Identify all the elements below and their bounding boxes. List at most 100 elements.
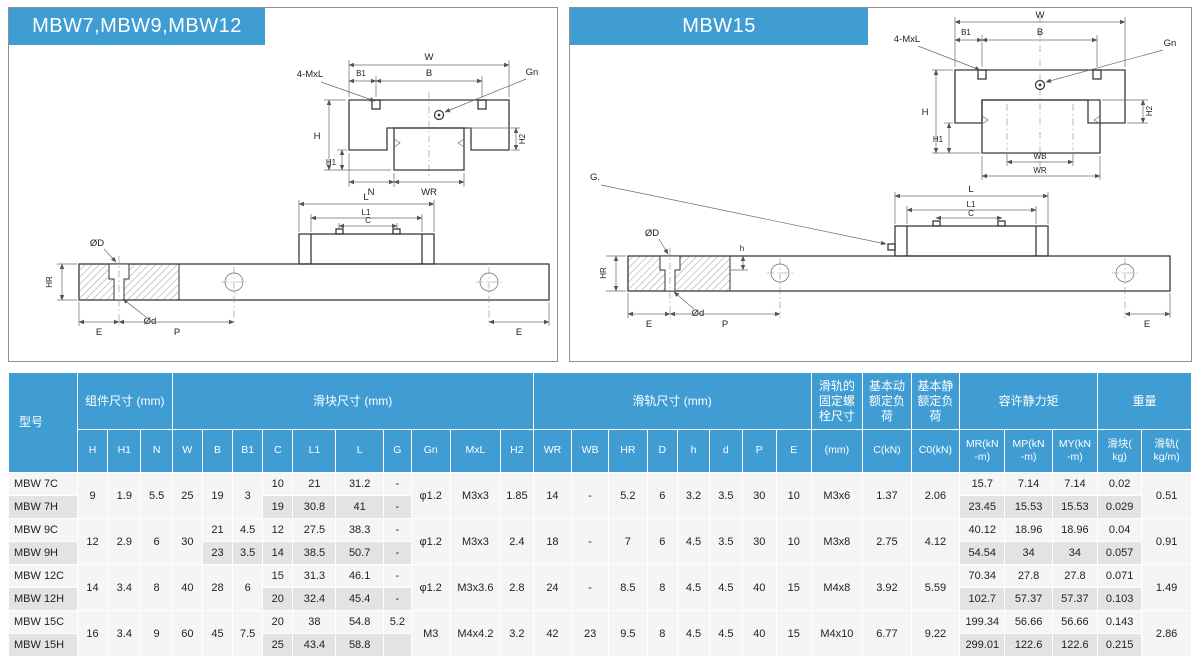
dim-label-h2: H2: [518, 133, 527, 144]
table-cell: 102.7: [959, 587, 1006, 611]
dim-label-e: E: [96, 327, 102, 338]
dim-label-b: B: [1037, 27, 1043, 38]
col-header: WR: [532, 429, 573, 473]
col-header: P: [741, 429, 777, 473]
table-cell: 31.3: [292, 564, 337, 588]
model-column-header: 型号: [8, 372, 78, 473]
dim-label-p: P: [722, 319, 728, 330]
front-view: W B1 B Gn 4-MxL H: [894, 10, 1177, 180]
col-header: 滑轨( kg/m): [1141, 429, 1192, 473]
table-cell: 46.1: [335, 564, 384, 588]
dim-label-dia-d: Ød: [692, 308, 705, 319]
dim-label-h1: H1: [326, 158, 337, 167]
table-cell: 0.215: [1097, 633, 1143, 657]
dim-label-w: W: [1036, 10, 1045, 21]
table-cell: M3x6: [810, 472, 864, 519]
dim-label-l: L: [968, 184, 973, 195]
col-header: 滑块( kg): [1097, 429, 1143, 473]
table-cell: 56.66: [1004, 610, 1053, 634]
group-header-moment: 容许静力矩: [959, 372, 1099, 430]
dim-label-mxl: 4-MxL: [297, 69, 323, 80]
dim-label-p: P: [174, 327, 180, 338]
table-cell: 23: [571, 610, 609, 657]
dim-label-h-small: h: [740, 244, 744, 253]
table-cell: 1.85: [500, 472, 534, 519]
dim-label-wr: WR: [1033, 166, 1047, 175]
table-cell: 7.14: [1051, 472, 1099, 496]
col-header: h: [676, 429, 711, 473]
table-cell: 60: [171, 610, 203, 657]
group-header-assembly: 组件尺寸 (mm): [76, 372, 173, 430]
table-cell: 40: [171, 564, 203, 611]
table-cell: 8: [140, 564, 173, 611]
model-cell: MBW 15C: [8, 610, 78, 634]
table-cell: 19: [262, 495, 294, 519]
table-cell: 1.37: [862, 472, 912, 519]
model-cell: MBW 12C: [8, 564, 78, 588]
dim-label-gn: Gn: [1164, 38, 1177, 49]
table-cell: 0.91: [1141, 518, 1192, 565]
table-cell: 199.34: [959, 610, 1006, 634]
table-cell: 9: [140, 610, 173, 657]
table-cell: 25: [262, 633, 294, 657]
side-view: L L1 C ØD Ød HR: [45, 192, 550, 338]
table-cell: 2.4: [500, 518, 534, 565]
technical-drawing-mbw15: W B1 B Gn 4-MxL H: [590, 10, 1177, 330]
table-cell: 1.9: [107, 472, 142, 519]
table-cell: -: [571, 472, 609, 519]
table-cell: 27.8: [1004, 564, 1053, 588]
table-cell: 70.34: [959, 564, 1006, 588]
table-cell: 10: [262, 472, 294, 496]
dim-label-l1: L1: [362, 208, 371, 217]
table-cell: M4x8: [810, 564, 864, 611]
table-cell: 57.37: [1051, 587, 1099, 611]
group-header-rail: 滑轨尺寸 (mm): [532, 372, 812, 430]
table-cell: 45: [201, 610, 234, 657]
table-cell: 18.96: [1004, 518, 1053, 542]
dim-label-hr: HR: [599, 267, 608, 279]
col-header: MR(kN -m): [959, 429, 1006, 473]
table-cell: 2.8: [500, 564, 534, 611]
dim-label-mxl: 4-MxL: [894, 34, 920, 45]
model-cell: MBW 9H: [8, 541, 78, 565]
table-cell: 19: [201, 472, 234, 519]
table-cell: 56.66: [1051, 610, 1099, 634]
table-cell: 30: [741, 518, 777, 565]
dim-label-l: L: [363, 192, 368, 203]
bolt-hole: [371, 99, 381, 110]
table-cell: 8: [646, 610, 678, 657]
table-cell: 21: [292, 472, 337, 496]
diagram-panel-mbw15: W B1 B Gn 4-MxL H: [569, 7, 1192, 362]
table-cell: 58.8: [335, 633, 384, 657]
table-cell: -: [571, 518, 609, 565]
table-cell: 18.96: [1051, 518, 1099, 542]
side-view: G. L L1 C ØD Ød: [590, 172, 1171, 330]
table-cell: -: [382, 564, 412, 588]
col-header: E: [775, 429, 812, 473]
table-cell: M3x3: [449, 472, 502, 519]
table-cell: M3: [410, 610, 451, 657]
table-cell: 10: [775, 472, 812, 519]
table-cell: 50.7: [335, 541, 384, 565]
table-cell: 18: [532, 518, 573, 565]
diagram-panel-mbw7-9-12: W B1 B Gn 4-MxL H: [8, 7, 558, 362]
model-cell: MBW 7H: [8, 495, 78, 519]
table-cell: 3.5: [709, 472, 743, 519]
table-cell: 15.7: [959, 472, 1006, 496]
table-cell: 3.4: [107, 610, 142, 657]
dim-label-wr: WR: [421, 187, 437, 198]
table-cell: 12: [76, 518, 109, 565]
header-col-row: H H1 N W B B1 C L1 L G Gn MxL H2 WR WB H…: [9, 429, 1192, 473]
table-cell: -: [382, 587, 412, 611]
dim-label-dia-d: Ød: [144, 316, 157, 327]
table-cell: 3.2: [500, 610, 534, 657]
table-cell: φ1.2: [410, 472, 451, 519]
table-cell: 6.77: [862, 610, 912, 657]
table-cell: 34: [1004, 541, 1053, 565]
bolt-hole: [477, 99, 487, 110]
table-cell: 30: [171, 518, 203, 565]
col-header: Gn: [410, 429, 451, 473]
col-header: MP(kN -m): [1004, 429, 1053, 473]
table-cell: 5.2: [607, 472, 648, 519]
col-header: H1: [107, 429, 142, 473]
